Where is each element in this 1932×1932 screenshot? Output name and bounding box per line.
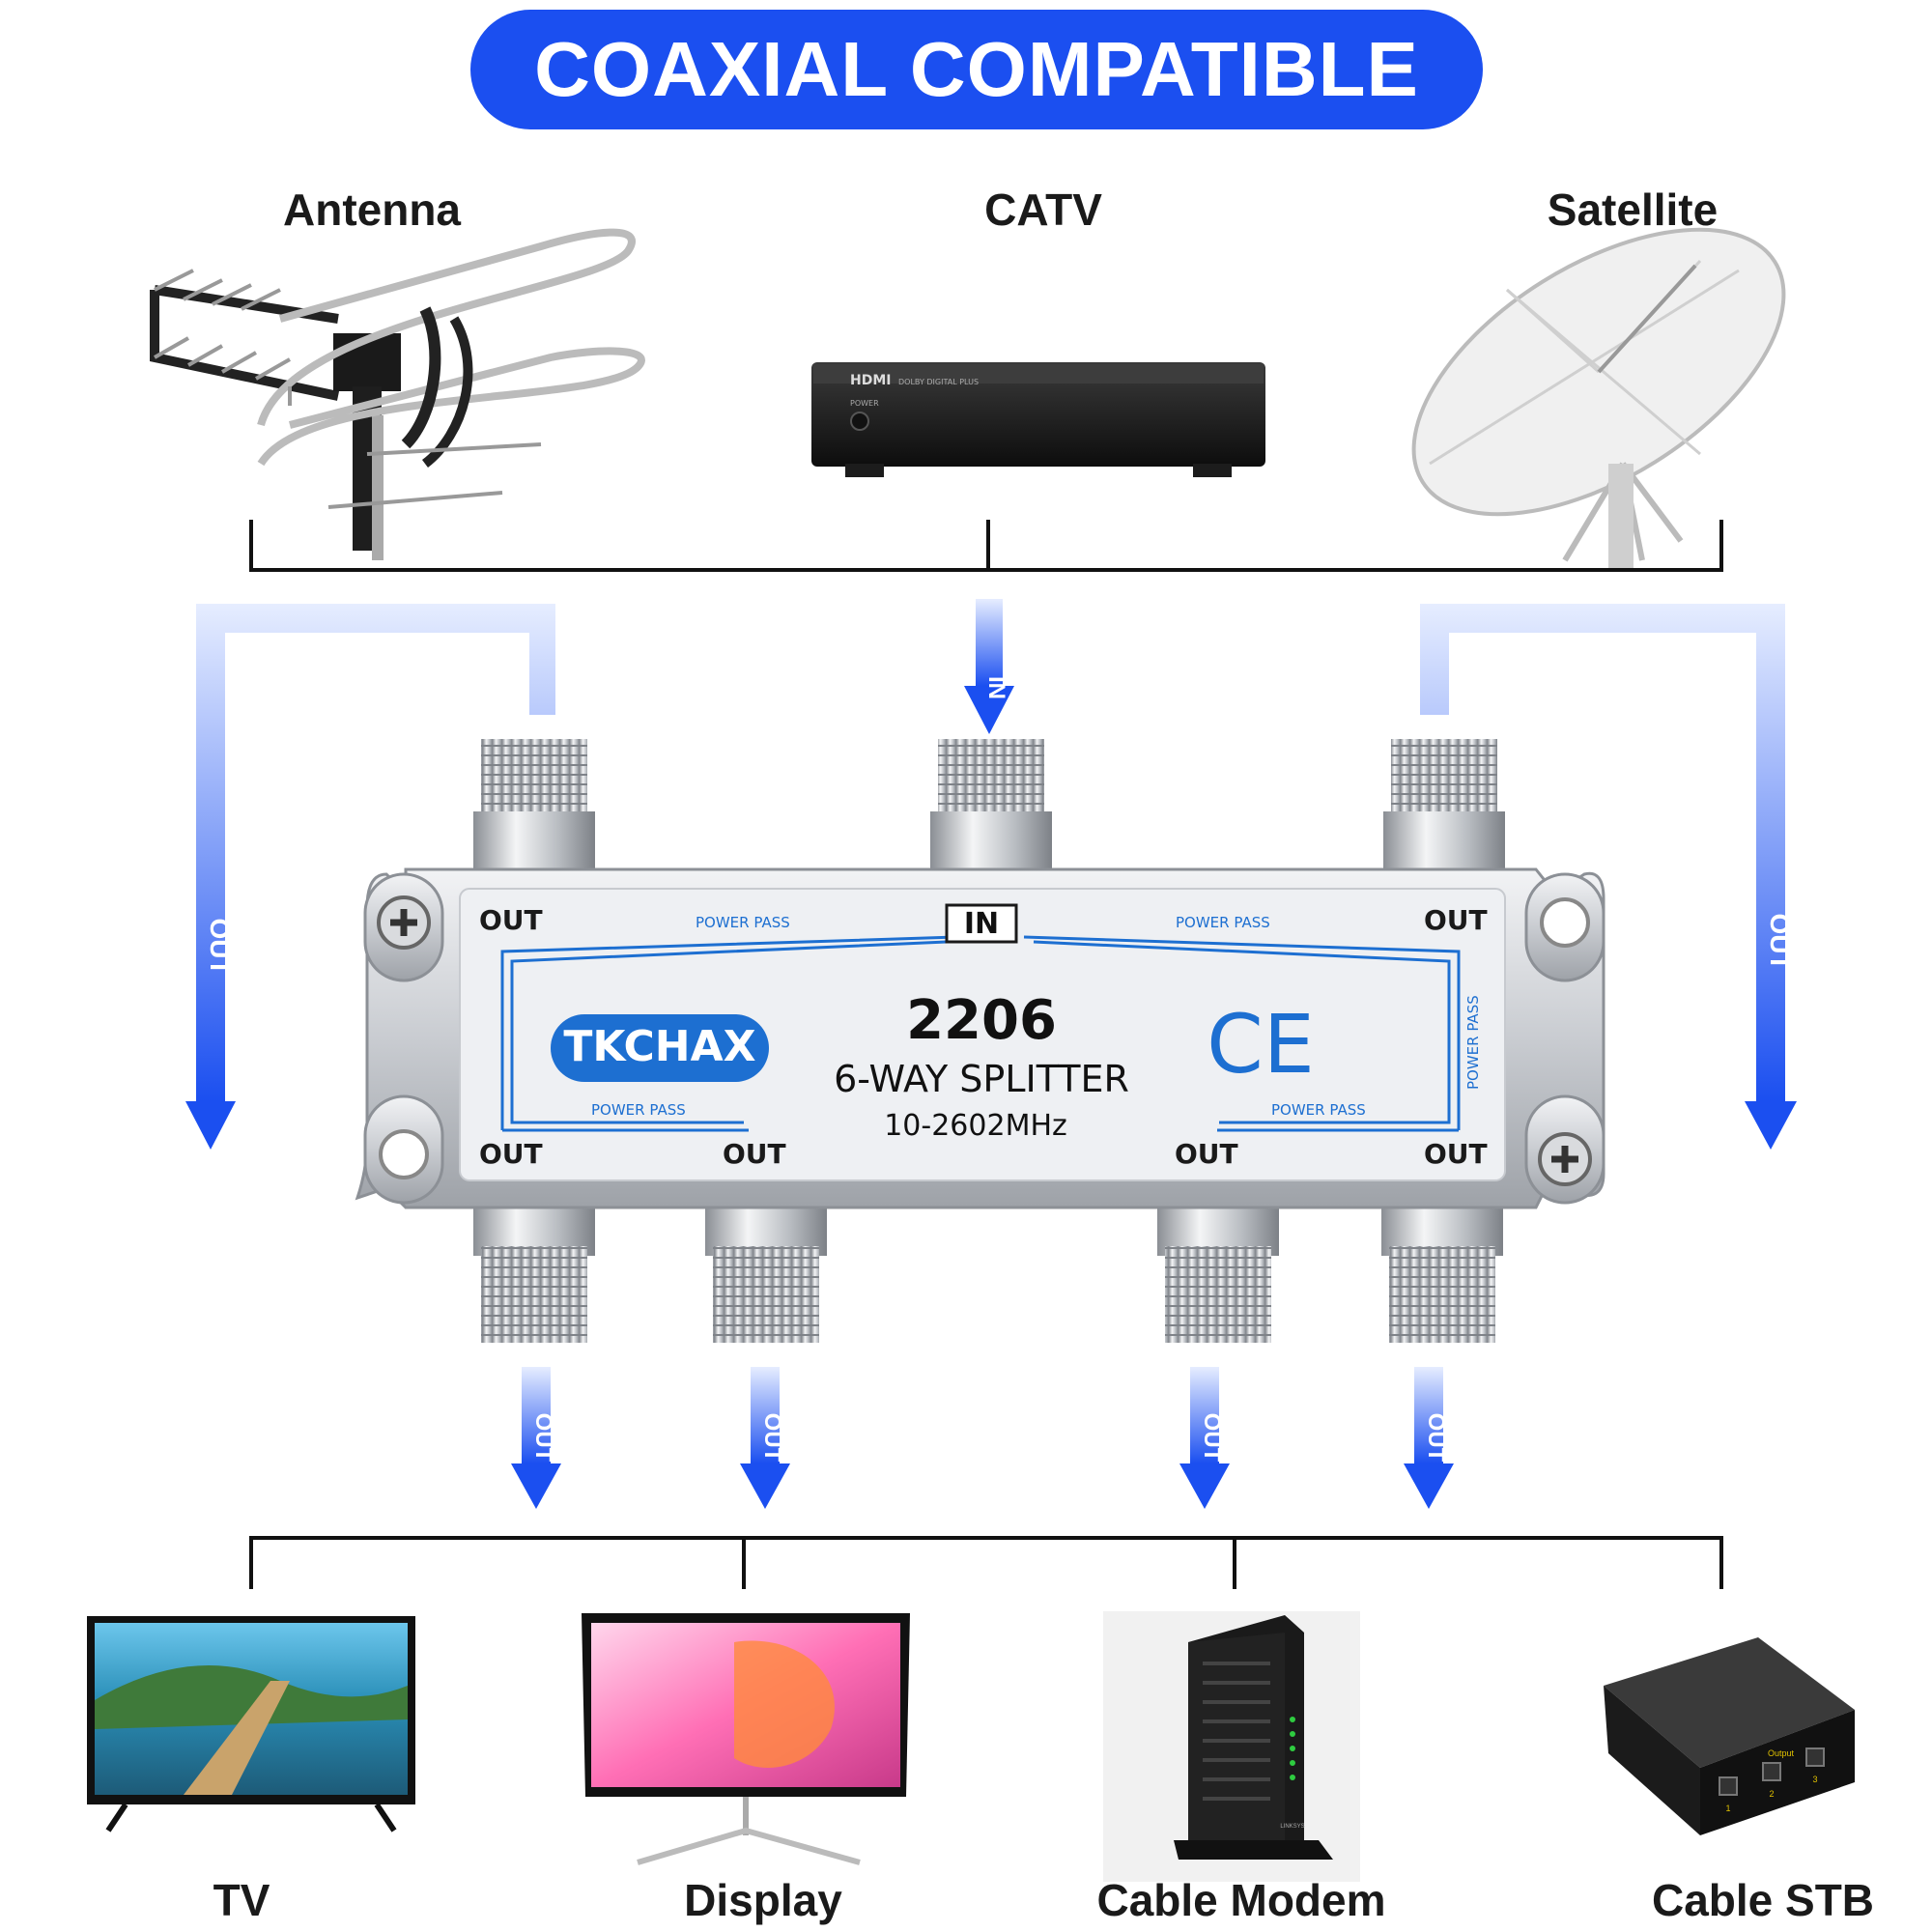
center-in-arrow bbox=[964, 599, 1014, 734]
cable-stb-label: Cable STB bbox=[1651, 1875, 1875, 1925]
modem-brand-text: LINKSYS bbox=[1280, 1824, 1304, 1830]
bottom-out-arrow-1 bbox=[511, 1367, 561, 1509]
right-out-arrow-label: OUT bbox=[1765, 913, 1795, 970]
stb-port-number: 1 bbox=[1725, 1804, 1730, 1813]
power-pass-label: POWER PASS bbox=[591, 1101, 686, 1119]
power-pass-label: POWER PASS bbox=[696, 914, 790, 931]
bottom-out-arrow-label: OUT bbox=[530, 1413, 556, 1463]
top-bracket bbox=[249, 520, 1723, 572]
bottom-connector-4 bbox=[1381, 1198, 1503, 1343]
splitter-wiring bbox=[500, 935, 1461, 1132]
splitter-out-label: OUT bbox=[479, 904, 543, 936]
bottom-out-arrow-4 bbox=[1404, 1367, 1454, 1509]
top-connector-center bbox=[930, 739, 1052, 869]
bottom-bracket bbox=[249, 1536, 1723, 1589]
antenna-label: Antenna bbox=[283, 185, 461, 235]
bottom-out-arrow-2 bbox=[740, 1367, 790, 1509]
right-out-arrow bbox=[1420, 604, 1797, 1150]
bottom-out-arrow-3 bbox=[1179, 1367, 1230, 1509]
cable-stb-image: Output 1 2 3 bbox=[1604, 1637, 1855, 1835]
bottom-out-arrow-label: OUT bbox=[759, 1413, 785, 1463]
mount-hole-icon bbox=[379, 1129, 429, 1179]
display-image bbox=[582, 1613, 910, 1865]
bottom-out-arrow-label: OUT bbox=[1423, 1413, 1449, 1463]
catv-power-text: POWER bbox=[850, 399, 879, 408]
title-text: COAXIAL COMPATIBLE bbox=[534, 26, 1419, 112]
frequency-range: 10-2602MHz bbox=[884, 1109, 1067, 1143]
center-in-arrow-label: IN bbox=[983, 676, 1009, 699]
display-label: Display bbox=[684, 1875, 842, 1925]
power-button-icon bbox=[850, 412, 869, 431]
power-pass-label: POWER PASS bbox=[1271, 1101, 1366, 1119]
ce-mark-icon: CE bbox=[1207, 997, 1315, 1092]
model-number: 2206 bbox=[906, 989, 1057, 1052]
satellite-label: Satellite bbox=[1547, 185, 1719, 235]
screw-icon bbox=[377, 895, 431, 950]
catv-box-image: HDMI DOLBY DIGITAL PLUS POWER bbox=[811, 362, 1265, 477]
optical-port-icon bbox=[1805, 1747, 1825, 1767]
top-connector-right bbox=[1383, 739, 1505, 869]
power-pass-label: POWER PASS bbox=[1176, 914, 1270, 931]
splitter-out-label: OUT bbox=[1175, 1138, 1238, 1170]
left-out-arrow bbox=[185, 604, 555, 1150]
splitter-type: 6-WAY SPLITTER bbox=[834, 1058, 1129, 1100]
splitter-out-label: OUT bbox=[479, 1138, 543, 1170]
catv-hdmi-text: HDMI bbox=[850, 373, 891, 388]
bottom-connector-1 bbox=[473, 1198, 595, 1343]
splitter-out-label: OUT bbox=[1424, 904, 1488, 936]
cable-modem-label: Cable Modem bbox=[1096, 1875, 1386, 1925]
tv-label: TV bbox=[213, 1875, 270, 1925]
brand-logo-pill bbox=[551, 1014, 769, 1082]
top-connector-left bbox=[473, 739, 595, 869]
bottom-connector-3 bbox=[1157, 1198, 1279, 1343]
stb-output-label: Output bbox=[1768, 1748, 1795, 1758]
satellite-dish-image bbox=[1411, 227, 1786, 570]
splitter-label-panel bbox=[459, 888, 1506, 1181]
brand-text: TKCHAX bbox=[563, 1022, 755, 1071]
bottom-out-arrow-label: OUT bbox=[1199, 1413, 1225, 1463]
stb-port-number: 3 bbox=[1812, 1775, 1817, 1784]
title-banner: COAXIAL COMPATIBLE bbox=[470, 10, 1483, 129]
catv-label: CATV bbox=[984, 185, 1102, 235]
catv-dolby-text: DOLBY DIGITAL PLUS bbox=[898, 378, 979, 386]
bottom-connector-2 bbox=[705, 1198, 827, 1343]
optical-port-icon bbox=[1762, 1762, 1781, 1781]
screw-icon bbox=[1538, 1132, 1592, 1186]
mount-hole-icon bbox=[1540, 897, 1590, 948]
cable-modem-image: LINKSYS bbox=[1103, 1611, 1360, 1882]
splitter-out-label: OUT bbox=[1424, 1138, 1488, 1170]
power-pass-label: POWER PASS bbox=[1464, 995, 1482, 1090]
splitter-out-label: OUT bbox=[723, 1138, 786, 1170]
stb-port-number: 2 bbox=[1769, 1789, 1774, 1799]
tv-image bbox=[87, 1616, 415, 1833]
splitter-in-label: IN bbox=[964, 907, 999, 941]
splitter-device: IN OUT OUT OUT OUT OUT OUT POWER PASS PO… bbox=[355, 739, 1605, 1343]
left-out-arrow-label: OUT bbox=[205, 918, 235, 975]
optical-port-icon bbox=[1719, 1776, 1738, 1796]
antenna-image bbox=[150, 228, 645, 560]
in-port-box bbox=[945, 903, 1018, 944]
